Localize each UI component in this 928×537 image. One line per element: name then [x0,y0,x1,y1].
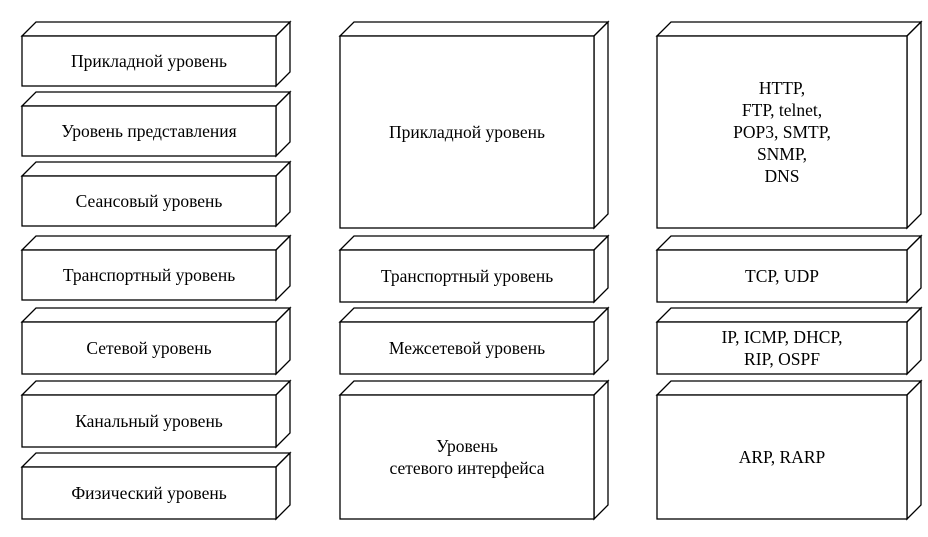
layer-label: SNMP, [757,144,807,164]
box-front-face [21,321,277,375]
layer-box-protocols-link: ARP, RARP [655,379,923,521]
box-top-face [338,21,610,37]
layer-label: Физический уровень [71,483,226,503]
layer-box-osi-datalink: Канальный уровень [20,379,292,449]
column-protocols: HTTP,FTP, telnet,POP3, SMTP,SNMP,DNS TCP,… [655,20,923,521]
box-front-face [656,394,908,520]
layer-box-osi-application: Прикладной уровень [20,20,292,88]
box-front-face [339,35,595,229]
box-front-face [656,249,908,303]
box-top-face [20,21,292,37]
layer-label: FTP, telnet, [742,100,822,120]
layer-label: Уровень представления [61,121,236,141]
layer-label: IP, ICMP, DHCP, [721,327,842,347]
layer-label: Транспортный уровень [381,266,553,286]
box-front-face [656,35,908,229]
box-front-face [21,394,277,448]
layer-label: Транспортный уровень [63,265,235,285]
layer-label: TCP, UDP [745,266,819,286]
layer-box-osi-transport: Транспортный уровень [20,234,292,302]
layer-label: HTTP, [759,78,805,98]
layer-box-protocols-transport: TCP, UDP [655,234,923,304]
layer-label: RIP, OSPF [744,349,820,369]
box-top-face [338,380,610,396]
box-front-face [21,105,277,157]
box-top-face [20,452,292,468]
box-top-face [338,235,610,251]
box-top-face [655,235,923,251]
layer-box-osi-physical: Физический уровень [20,451,292,521]
layer-label: DNS [764,166,799,186]
box-front-face [339,249,595,303]
box-front-face [339,321,595,375]
box-side-face [906,379,922,521]
box-top-face [338,307,610,323]
box-front-face [21,249,277,301]
box-front-face [656,321,908,375]
box-top-face [20,380,292,396]
layer-box-tcpip-application: Прикладной уровень [338,20,610,230]
layer-box-tcpip-internet: Межсетевой уровень [338,306,610,376]
box-side-face [906,20,922,230]
layer-label: Канальный уровень [75,411,223,431]
box-front-face [21,466,277,520]
box-front-face [21,35,277,87]
box-front-face [339,394,595,520]
layer-label: Прикладной уровень [71,51,227,71]
layer-box-protocols-application: HTTP,FTP, telnet,POP3, SMTP,SNMP,DNS [655,20,923,230]
box-top-face [655,307,923,323]
box-top-face [20,161,292,177]
layer-label: сетевого интерфейса [389,458,544,478]
layer-label: Сеансовый уровень [76,191,223,211]
layer-box-tcpip-transport: Транспортный уровень [338,234,610,304]
layer-label: Сетевой уровень [86,338,211,358]
layer-label: Прикладной уровень [389,122,545,142]
layer-label: ARP, RARP [739,447,826,467]
box-top-face [20,91,292,107]
layer-box-osi-network: Сетевой уровень [20,306,292,376]
layer-label: Уровень [436,436,498,456]
layer-label: Межсетевой уровень [389,338,545,358]
box-top-face [655,21,923,37]
box-front-face [21,175,277,227]
box-top-face [655,380,923,396]
layer-label: POP3, SMTP, [733,122,831,142]
box-top-face [20,307,292,323]
layer-box-osi-session: Сеансовый уровень [20,160,292,228]
box-side-face [593,20,609,230]
box-side-face [593,379,609,521]
layer-box-protocols-internet: IP, ICMP, DHCP,RIP, OSPF [655,306,923,376]
layer-box-osi-presentation: Уровень представления [20,90,292,158]
box-top-face [20,235,292,251]
